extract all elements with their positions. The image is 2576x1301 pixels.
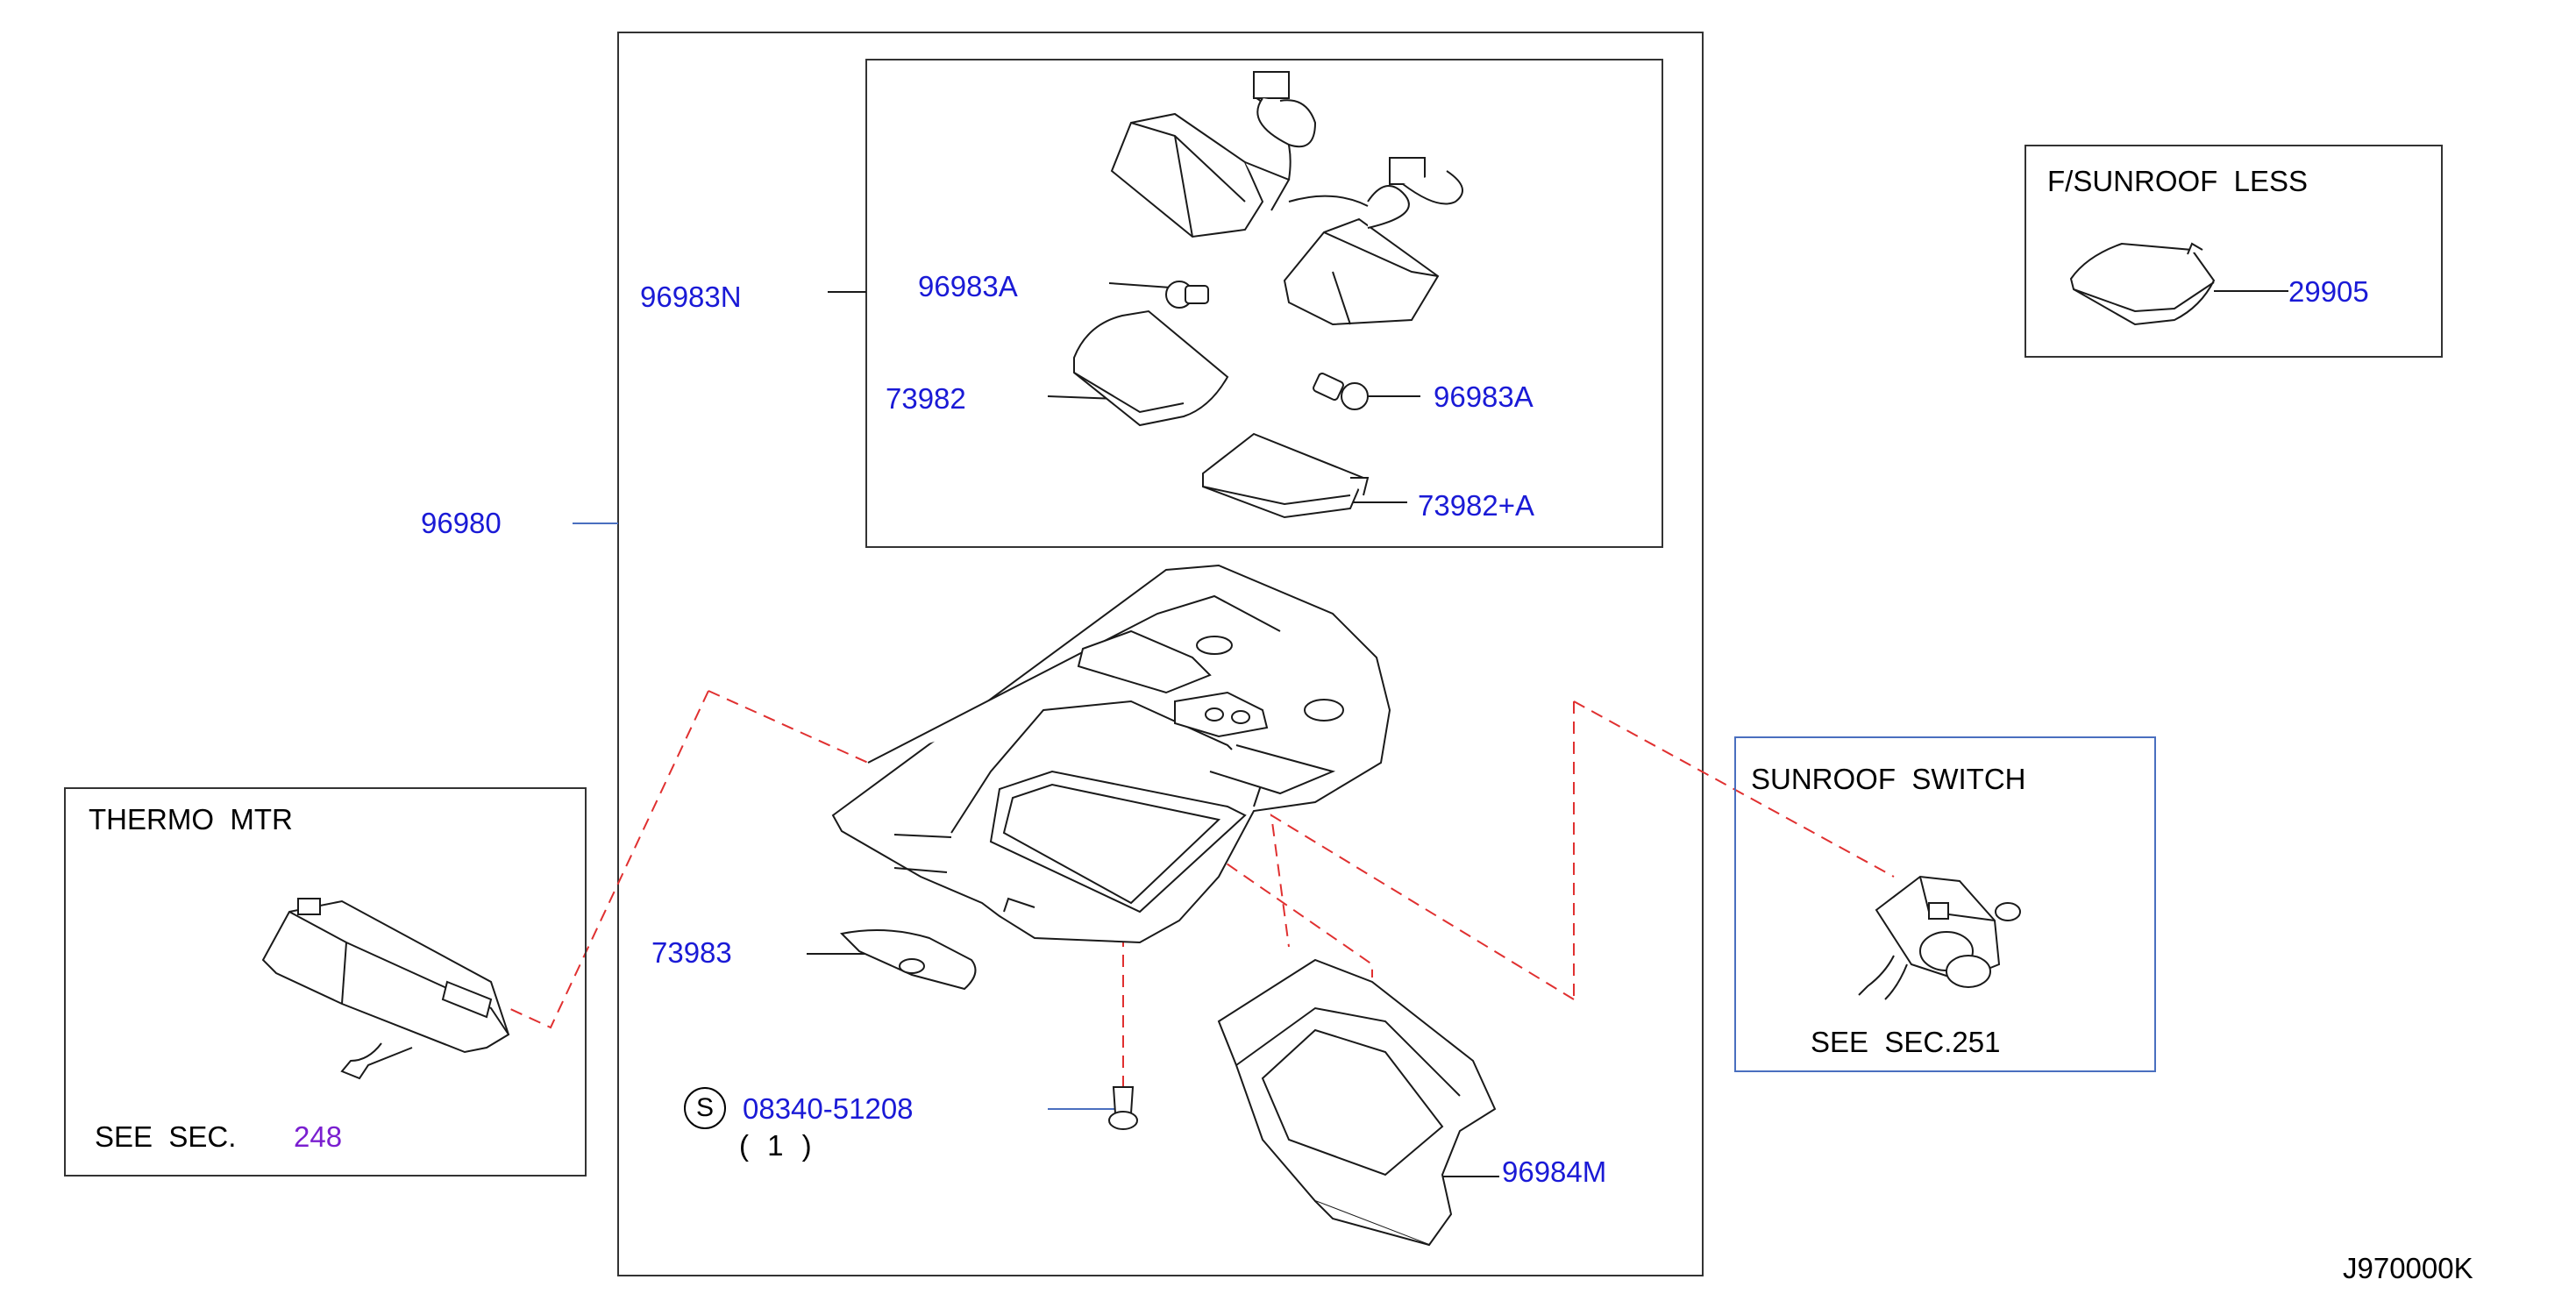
dome-lamp-housing bbox=[1283, 157, 1463, 326]
bulb-96983A-upper bbox=[1165, 281, 1209, 309]
sunroof-less-inset bbox=[2025, 145, 2443, 358]
callout-08340-51208[interactable]: 08340-51208 bbox=[743, 1092, 914, 1125]
sunroof-switch-see-section[interactable]: SEE SEC.251 bbox=[1811, 1026, 2001, 1058]
callout-73982[interactable]: 73982 bbox=[886, 382, 966, 415]
callout-96983N[interactable]: 96983N bbox=[640, 281, 742, 313]
callout-96984M[interactable]: 96984M bbox=[1502, 1155, 1607, 1188]
thermo-section-link[interactable]: 248 bbox=[294, 1120, 343, 1153]
overhead-console-body bbox=[831, 564, 1391, 944]
callout-96983A-lower[interactable]: 96983A bbox=[1434, 380, 1534, 413]
screw-08340 bbox=[1108, 1086, 1138, 1130]
sunroof-switch-part bbox=[1858, 875, 2021, 1000]
leader-lines bbox=[573, 282, 2288, 1177]
reference-dashed-lines bbox=[508, 690, 1895, 1109]
callout-96983A-upper[interactable]: 96983A bbox=[918, 270, 1018, 302]
map-lamp-housing bbox=[1110, 71, 1317, 238]
thermo-inset-title: THERMO MTR bbox=[89, 803, 293, 835]
lens-73982 bbox=[1073, 309, 1229, 427]
callout-73983[interactable]: 73983 bbox=[651, 936, 732, 969]
thermo-see-section: SEE SEC. bbox=[95, 1120, 237, 1153]
sunroof-switch-inset bbox=[1734, 736, 2156, 1072]
screw-symbol: S bbox=[684, 1087, 726, 1129]
lens-73982A bbox=[1202, 432, 1370, 519]
lid-29905 bbox=[2069, 242, 2216, 326]
callout-29905[interactable]: 29905 bbox=[2288, 275, 2369, 308]
sunroof-less-title: F/SUNROOF LESS bbox=[2047, 165, 2309, 197]
lamp-frame bbox=[865, 59, 1663, 548]
thermo-meter-inset bbox=[64, 787, 587, 1177]
diagram-id: J970000K bbox=[2343, 1252, 2473, 1284]
sunroof-switch-title: SUNROOF SWITCH bbox=[1751, 763, 2026, 795]
thermo-meter-part bbox=[261, 898, 510, 1080]
bracket-96984M bbox=[1217, 958, 1497, 1247]
callout-73982A[interactable]: 73982+A bbox=[1418, 489, 1535, 522]
cover-73983 bbox=[839, 929, 977, 991]
quantity-08340: ( 1 ) bbox=[739, 1129, 812, 1162]
bulb-96983A-lower bbox=[1313, 373, 1369, 410]
callout-96980[interactable]: 96980 bbox=[421, 507, 502, 539]
main-frame bbox=[617, 32, 1704, 1276]
